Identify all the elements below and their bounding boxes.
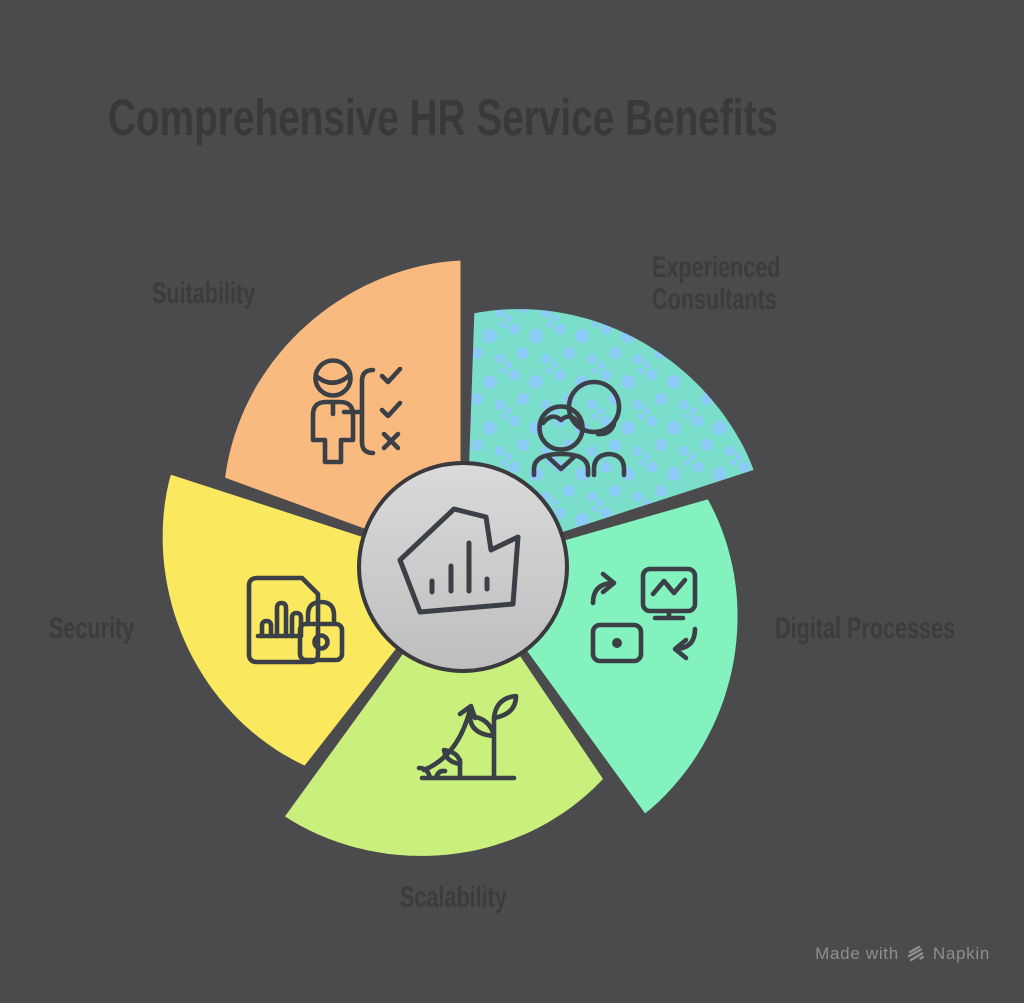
- segment-label-digital-processes: Digital Processes: [775, 612, 956, 645]
- watermark-text: Made with: [815, 944, 899, 963]
- label-line: Experienced: [652, 251, 781, 284]
- segment-label-suitability: Suitability: [152, 277, 256, 310]
- segment-label-security: Security: [49, 612, 135, 645]
- device-sync-icon: [590, 566, 698, 664]
- page-title: Comprehensive HR Service Benefits: [108, 89, 778, 146]
- two-people-icon: [531, 379, 627, 478]
- org-chart-emblem-icon: [397, 506, 521, 615]
- person-checklist-icon: [310, 358, 403, 465]
- segment-label-experienced-consultants: Experienced Consultants: [652, 252, 780, 316]
- napkin-logo-icon: [907, 945, 925, 962]
- napkin-watermark: Made with Napkin: [815, 944, 990, 964]
- watermark-brand: Napkin: [932, 944, 990, 963]
- center-emblem: [357, 461, 569, 673]
- segment-label-scalability: Scalability: [400, 881, 507, 914]
- label-line: Consultants: [652, 283, 777, 316]
- growth-plant-icon: [416, 693, 519, 781]
- document-lock-icon: [246, 575, 345, 665]
